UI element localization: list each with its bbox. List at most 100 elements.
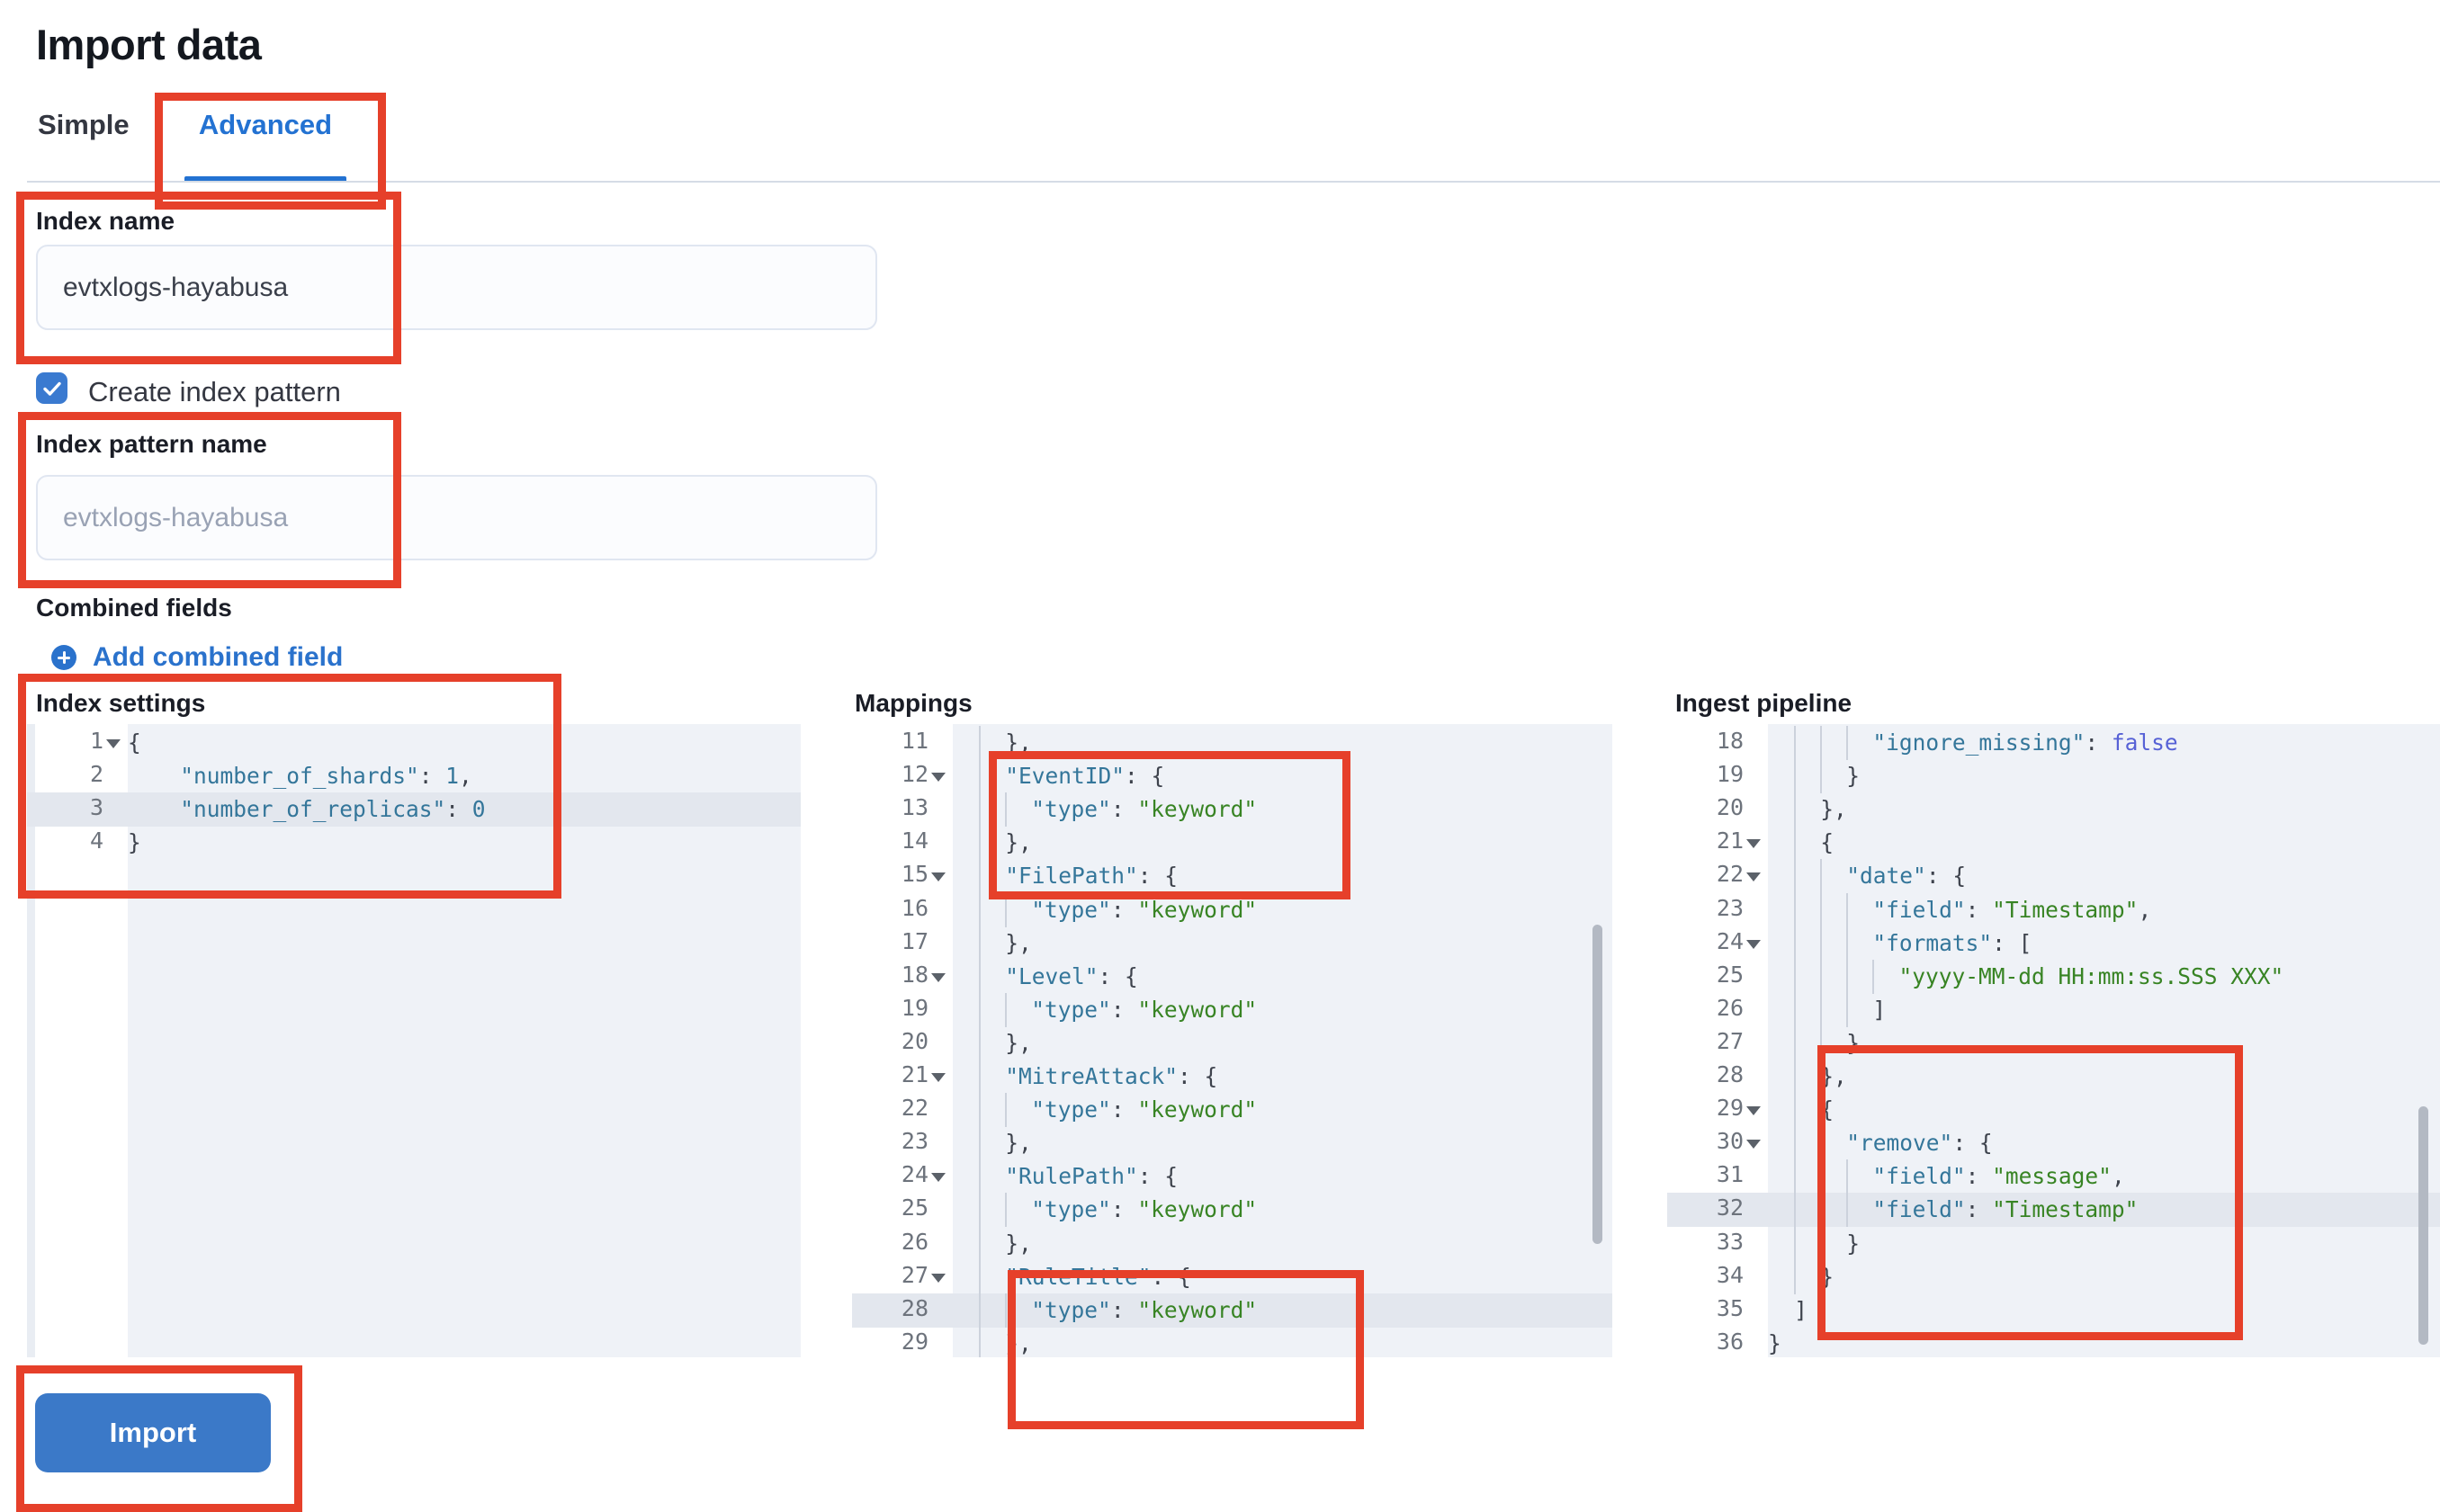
code-line-12: 12"EventID": { bbox=[852, 759, 1612, 794]
line-number: 22 bbox=[901, 1095, 928, 1122]
code-line-25: 25"yyyy-MM-dd HH:mm:ss.SSS XXX" bbox=[1667, 959, 2440, 994]
fold-arrow-icon[interactable] bbox=[1746, 1140, 1761, 1150]
indent-guide bbox=[1820, 1226, 1823, 1261]
mappings-label: Mappings bbox=[855, 689, 973, 717]
line-number: 25 bbox=[901, 1194, 928, 1221]
mappings-editor[interactable]: 11},12"EventID": {13"type": "keyword"14}… bbox=[852, 724, 1612, 1357]
code-line-15: 15"FilePath": { bbox=[852, 859, 1612, 894]
line-number: 21 bbox=[1716, 828, 1744, 854]
code-text: } bbox=[1768, 1329, 1781, 1356]
mappings-scrollbar[interactable] bbox=[1592, 925, 1602, 1244]
create-index-pattern-checkbox[interactable] bbox=[36, 372, 67, 404]
index-name-input[interactable] bbox=[36, 245, 877, 330]
code-text: }, bbox=[1005, 829, 1032, 856]
index-settings-editor[interactable]: 1{2"number_of_shards": 1,3"number_of_rep… bbox=[27, 724, 801, 1357]
line-number: 35 bbox=[1716, 1294, 1744, 1321]
indent-guide bbox=[979, 1293, 982, 1328]
code-text: { bbox=[1820, 829, 1834, 856]
code-text: }, bbox=[1005, 729, 1032, 756]
code-line-34: 34} bbox=[1667, 1259, 2440, 1294]
add-combined-field-button[interactable]: Add combined field bbox=[51, 642, 343, 673]
import-button[interactable]: Import bbox=[35, 1393, 271, 1472]
line-number: 12 bbox=[901, 761, 928, 788]
code-line-24: 24"formats": [ bbox=[1667, 926, 2440, 961]
indent-guide bbox=[979, 1126, 982, 1161]
code-text: "type": "keyword" bbox=[1031, 1196, 1258, 1223]
indent-guide bbox=[1846, 1159, 1849, 1194]
indent-guide bbox=[1794, 1259, 1797, 1294]
line-number: 23 bbox=[1716, 894, 1744, 921]
code-text: "number_of_shards": 1, bbox=[180, 763, 472, 790]
fold-arrow-icon[interactable] bbox=[1746, 839, 1761, 849]
fold-arrow-icon[interactable] bbox=[931, 872, 946, 882]
line-number: 2 bbox=[89, 761, 103, 788]
indent-guide bbox=[979, 992, 982, 1027]
indent-guide bbox=[1794, 1126, 1797, 1161]
indent-guide bbox=[1794, 992, 1797, 1027]
indent-guide bbox=[1820, 759, 1823, 794]
indent-guide bbox=[1820, 892, 1823, 927]
fold-arrow-icon[interactable] bbox=[1746, 872, 1761, 882]
line-number: 31 bbox=[1716, 1161, 1744, 1188]
code-text: "MitreAttack": { bbox=[1005, 1063, 1218, 1089]
code-line-29: 29{ bbox=[1667, 1093, 2440, 1128]
line-number: 20 bbox=[901, 1027, 928, 1054]
tabs-divider bbox=[27, 181, 2440, 183]
fold-arrow-icon[interactable] bbox=[931, 972, 946, 982]
line-number: 22 bbox=[1716, 861, 1744, 888]
code-line-11: 11}, bbox=[852, 726, 1612, 760]
code-line-14: 14}, bbox=[852, 826, 1612, 861]
code-line-35: 35] bbox=[1667, 1293, 2440, 1328]
code-text: "Level": { bbox=[1005, 962, 1138, 989]
indent-guide bbox=[1794, 1093, 1797, 1128]
code-line-36: 36} bbox=[1667, 1327, 2440, 1357]
indent-guide bbox=[979, 1259, 982, 1294]
code-line-22: 22"type": "keyword" bbox=[852, 1093, 1612, 1128]
code-line-21: 21 { bbox=[1667, 826, 2440, 861]
code-text: "type": "keyword" bbox=[1031, 1296, 1258, 1323]
fold-arrow-icon[interactable] bbox=[106, 739, 121, 748]
code-text: "RulePath": { bbox=[1005, 1163, 1178, 1190]
indent-guide bbox=[979, 1093, 982, 1128]
line-number: 14 bbox=[901, 828, 928, 854]
indent-guide bbox=[1846, 926, 1849, 961]
indent-guide bbox=[979, 726, 982, 760]
fold-arrow-icon[interactable] bbox=[931, 773, 946, 783]
indent-guide bbox=[1005, 1093, 1008, 1128]
code-text: "ignore_missing": false bbox=[1872, 729, 2178, 756]
indent-guide bbox=[1794, 759, 1797, 794]
code-line-27: 27"RuleTitle": { bbox=[852, 1259, 1612, 1294]
fold-arrow-icon[interactable] bbox=[1746, 1106, 1761, 1116]
line-number: 25 bbox=[1716, 961, 1744, 988]
line-number: 30 bbox=[1716, 1128, 1744, 1155]
line-number: 24 bbox=[901, 1161, 928, 1188]
fold-arrow-icon[interactable] bbox=[931, 1073, 946, 1082]
code-line-32: 32"field": "Timestamp" bbox=[1667, 1193, 2440, 1228]
line-number: 4 bbox=[89, 828, 103, 854]
code-text: "FilePath": { bbox=[1005, 863, 1178, 890]
code-text: "type": "keyword" bbox=[1031, 896, 1258, 923]
checkmark-icon bbox=[42, 381, 61, 396]
indent-guide bbox=[979, 1060, 982, 1094]
tab-advanced[interactable]: Advanced bbox=[198, 109, 333, 140]
index-pattern-name-input[interactable] bbox=[36, 475, 877, 560]
line-number: 3 bbox=[89, 794, 103, 821]
ingest-pipeline-scrollbar[interactable] bbox=[2418, 1106, 2428, 1345]
fold-arrow-icon[interactable] bbox=[931, 1173, 946, 1183]
code-text: "type": "keyword" bbox=[1031, 796, 1258, 823]
indent-guide bbox=[979, 1193, 982, 1228]
indent-guide bbox=[1846, 959, 1849, 994]
code-text: }, bbox=[1005, 1130, 1032, 1157]
code-line-25: 25 "type": "keyword" bbox=[852, 1193, 1612, 1228]
tab-simple[interactable]: Simple bbox=[38, 109, 130, 140]
indent-guide bbox=[1005, 1193, 1008, 1228]
code-text: "field": "message", bbox=[1872, 1163, 2125, 1190]
line-number: 29 bbox=[901, 1328, 928, 1355]
code-line-31: 31 "field": "message", bbox=[1667, 1159, 2440, 1194]
code-line-26: 26}, bbox=[852, 1226, 1612, 1261]
code-line-18: 18"Level": { bbox=[852, 959, 1612, 994]
fold-arrow-icon[interactable] bbox=[1746, 939, 1761, 949]
line-number-gutter bbox=[1667, 724, 1768, 1357]
fold-arrow-icon[interactable] bbox=[931, 1273, 946, 1283]
